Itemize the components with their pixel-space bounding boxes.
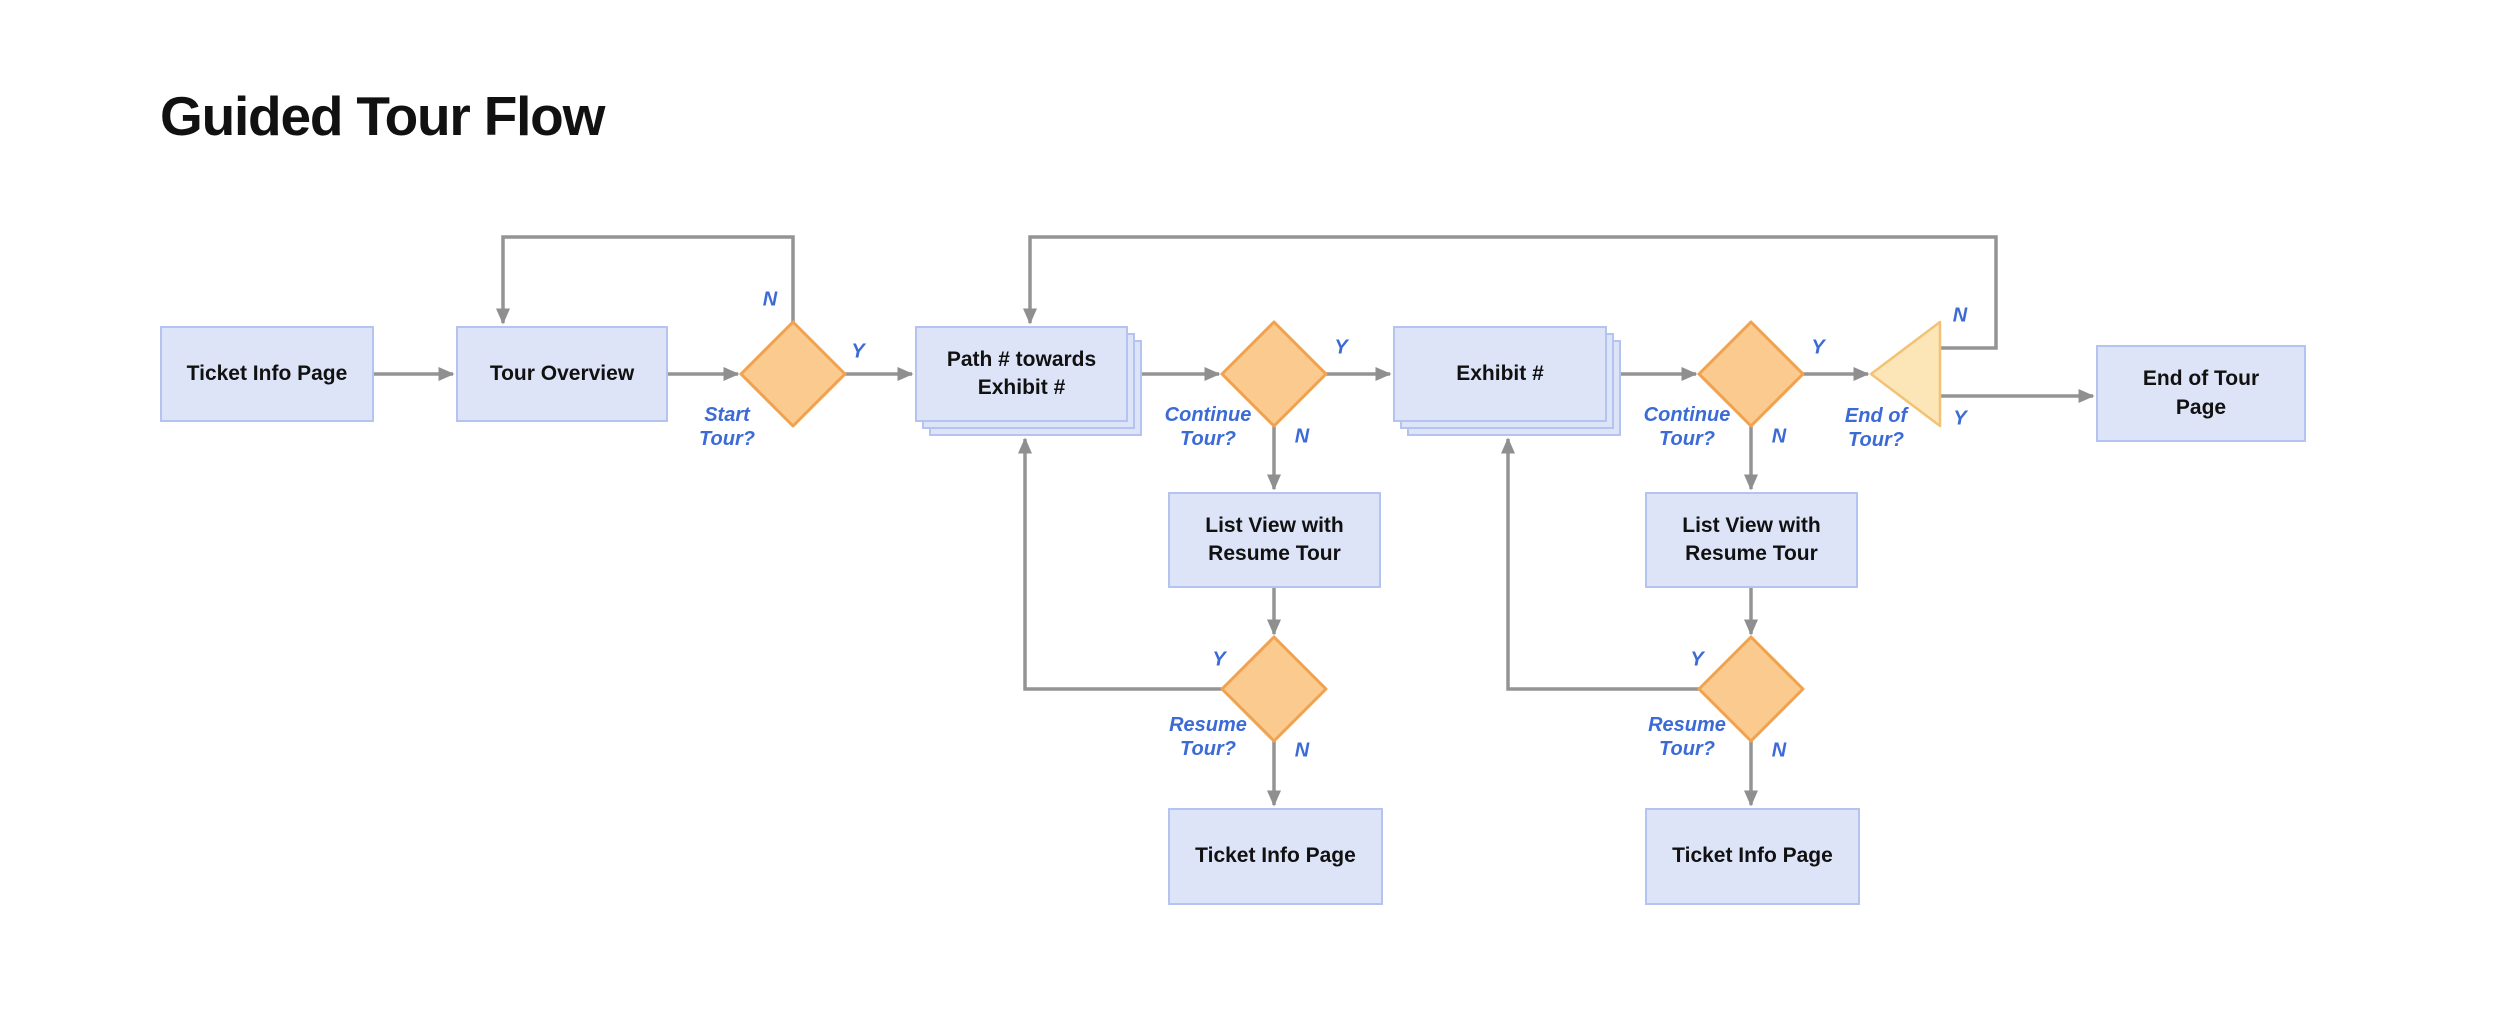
decision-start-tour xyxy=(739,320,847,428)
node-path-to-exhibit-stack: Path # towards Exhibit # xyxy=(915,326,1142,436)
node-label: Ticket Info Page xyxy=(1672,844,1833,868)
edge-start-no-loop xyxy=(496,235,795,325)
node-label: Ticket Info Page xyxy=(186,361,348,385)
branch-continue2-no: N xyxy=(1771,425,1787,448)
branch-endoftour-yes: Y xyxy=(1953,407,1967,430)
branch-resume1-no: N xyxy=(1294,739,1310,762)
page-title: Guided Tour Flow xyxy=(160,85,605,147)
node-label: List View with Resume Tour xyxy=(1682,513,1821,565)
node-exhibit: Exhibit # xyxy=(1393,326,1607,422)
question-end-of-tour: End of Tour? xyxy=(1844,405,1908,451)
branch-continue2-yes: Y xyxy=(1811,336,1825,359)
node-path-to-exhibit: Path # towards Exhibit # xyxy=(915,326,1128,422)
decision-continue-tour-right xyxy=(1697,320,1805,428)
branch-resume1-yes: Y xyxy=(1212,648,1226,671)
branch-endoftour-no: N xyxy=(1952,304,1968,327)
branch-resume2-yes: Y xyxy=(1690,648,1704,671)
edge-resume1-yes-loop xyxy=(1018,437,1222,691)
node-label: Tour Overview xyxy=(489,361,635,385)
node-list-view-right: List View with Resume Tour xyxy=(1645,492,1858,588)
node-ticket-info-start: Ticket Info Page xyxy=(160,326,374,422)
node-ticket-info-exit-left: Ticket Info Page xyxy=(1168,808,1383,905)
question-continue-tour-right: Continue Tour? xyxy=(1643,404,1731,450)
branch-start-no: N xyxy=(762,288,778,311)
question-start-tour: Start Tour? xyxy=(699,404,755,450)
node-label: End of Tour Page xyxy=(2142,367,2260,419)
edge-resume2-yes-loop xyxy=(1501,437,1699,691)
question-resume-tour-left: Resume Tour? xyxy=(1169,714,1247,760)
question-continue-tour-left: Continue Tour? xyxy=(1164,404,1252,450)
branch-resume2-no: N xyxy=(1771,739,1787,762)
decision-resume-tour-right xyxy=(1697,635,1805,743)
decision-end-of-tour-triangle xyxy=(1869,320,1942,428)
branch-continue1-yes: Y xyxy=(1334,336,1348,359)
branch-continue1-no: N xyxy=(1294,425,1310,448)
question-resume-tour-right: Resume Tour? xyxy=(1648,714,1726,760)
node-label: Ticket Info Page xyxy=(1195,844,1356,868)
node-tour-overview: Tour Overview xyxy=(456,326,668,422)
node-end-of-tour-page: End of Tour Page xyxy=(2096,345,2306,442)
decision-continue-tour-left xyxy=(1220,320,1328,428)
edge-endoftour-no-loop xyxy=(1023,235,1998,350)
node-exhibit-stack: Exhibit # xyxy=(1393,326,1621,436)
branch-start-yes: Y xyxy=(851,340,865,363)
node-label: Path # towards Exhibit # xyxy=(946,347,1097,399)
node-ticket-info-exit-right: Ticket Info Page xyxy=(1645,808,1860,905)
node-label: Exhibit # xyxy=(1456,361,1544,385)
node-label: List View with Resume Tour xyxy=(1205,513,1344,565)
decision-resume-tour-left xyxy=(1220,635,1328,743)
node-list-view-left: List View with Resume Tour xyxy=(1168,492,1381,588)
